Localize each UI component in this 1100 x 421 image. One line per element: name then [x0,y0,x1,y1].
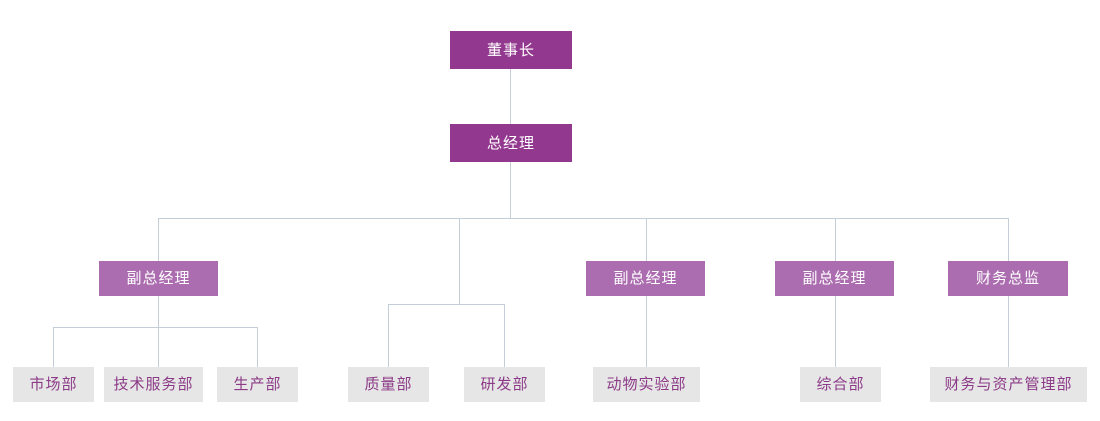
connector-vp2-to-animal-lab [646,296,647,367]
connector-sub-to-quality [388,304,389,367]
org-node-n0[interactable]: 董事长 [450,31,572,69]
org-node-n5[interactable]: 财务总监 [948,261,1068,296]
connector-sub-to-marketing [53,327,54,367]
org-node-n10[interactable]: 研发部 [464,367,545,402]
org-node-n7[interactable]: 技术服务部 [104,367,203,402]
connector-bus-to-vp1 [158,218,159,261]
connector-vp1-down [158,296,159,327]
connector-chairman-to-gm [510,69,511,124]
org-node-n11[interactable]: 动物实验部 [593,367,700,402]
connector-cfo-to-finance-asset [1008,296,1009,367]
connector-gm-down-to-bus [510,162,511,218]
connector-bus-to-vp2 [646,218,647,261]
org-node-n9[interactable]: 质量部 [348,367,429,402]
connector-sub-to-rnd [504,304,505,367]
connector-sub-to-tech-service [158,327,159,367]
connector-vp3-to-general-affairs [835,296,836,367]
connector-sub-to-production [257,327,258,367]
connector-bus-to-vp3 [835,218,836,261]
org-node-n6[interactable]: 市场部 [13,367,94,402]
org-node-n13[interactable]: 财务与资产管理部 [930,367,1087,402]
org-node-n12[interactable]: 综合部 [800,367,881,402]
connector-quality-sub-bus [388,304,504,305]
connector-bus-to-quality-branch [459,218,460,304]
connector-vp1-sub-bus [53,327,258,328]
connector-bus-to-cfo [1008,218,1009,261]
org-node-n8[interactable]: 生产部 [217,367,298,402]
org-node-n2[interactable]: 副总经理 [99,261,218,296]
org-node-n1[interactable]: 总经理 [450,124,572,162]
org-node-n3[interactable]: 副总经理 [586,261,705,296]
connector-main-bus [158,218,1009,219]
org-node-n4[interactable]: 副总经理 [775,261,894,296]
